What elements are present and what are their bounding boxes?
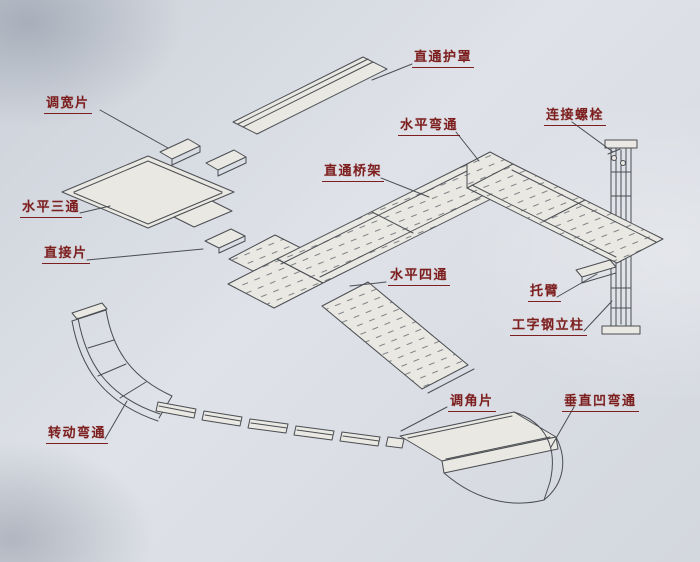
label-i-beam-column: 工字钢立柱 xyxy=(510,314,587,336)
leader-rotating-elbow xyxy=(104,400,128,440)
label-connecting-bolt: 连接螺栓 xyxy=(544,104,607,126)
leader-lines xyxy=(79,63,614,448)
horizontal-tee-shape xyxy=(61,155,235,229)
straight-cover-shape xyxy=(232,56,388,135)
label-horizontal-cross: 水平四通 xyxy=(388,264,451,286)
leader-i-beam-column xyxy=(583,300,613,332)
leader-bracket-arm xyxy=(556,273,598,298)
leader-horizontal-tee xyxy=(79,205,111,214)
angle-adjust-piece-shape xyxy=(155,401,405,449)
label-width-adjust-piece: 调宽片 xyxy=(44,92,92,114)
label-rotating-elbow: 转动弯通 xyxy=(46,422,109,444)
label-angle-adjust-piece: 调角片 xyxy=(448,390,496,412)
bracket-arm-shape xyxy=(575,259,617,284)
label-vertical-concave-elbow: 垂直凹弯通 xyxy=(562,390,639,412)
rotating-elbow-shape xyxy=(71,302,173,422)
label-horizontal-elbow: 水平弯通 xyxy=(398,114,461,136)
label-straight-bridge: 直通桥架 xyxy=(322,160,385,182)
width-adjust-piece-shape xyxy=(159,138,247,177)
leader-horizontal-elbow xyxy=(455,131,480,162)
leader-width-adjust-piece xyxy=(99,109,169,149)
leader-direct-piece xyxy=(86,248,204,261)
label-straight-cover: 直通护罩 xyxy=(412,46,475,68)
leader-horizontal-cross xyxy=(349,281,387,287)
leader-straight-bridge xyxy=(380,177,430,198)
post-bend-run-shape xyxy=(466,163,664,264)
label-horizontal-tee: 水平三通 xyxy=(20,196,83,218)
leader-vertical-concave-elbow xyxy=(550,406,575,448)
vertical-concave-elbow-shape xyxy=(399,411,564,504)
horizontal-cross-shape xyxy=(227,234,475,394)
label-bracket-arm: 托臂 xyxy=(528,280,562,302)
label-direct-piece: 直接片 xyxy=(42,242,90,264)
connecting-bolt-shape xyxy=(607,148,626,166)
leader-angle-adjust-piece xyxy=(400,406,448,432)
leader-straight-cover xyxy=(371,63,413,81)
leader-connecting-bolt xyxy=(571,121,614,153)
direct-piece-shape xyxy=(204,228,246,254)
